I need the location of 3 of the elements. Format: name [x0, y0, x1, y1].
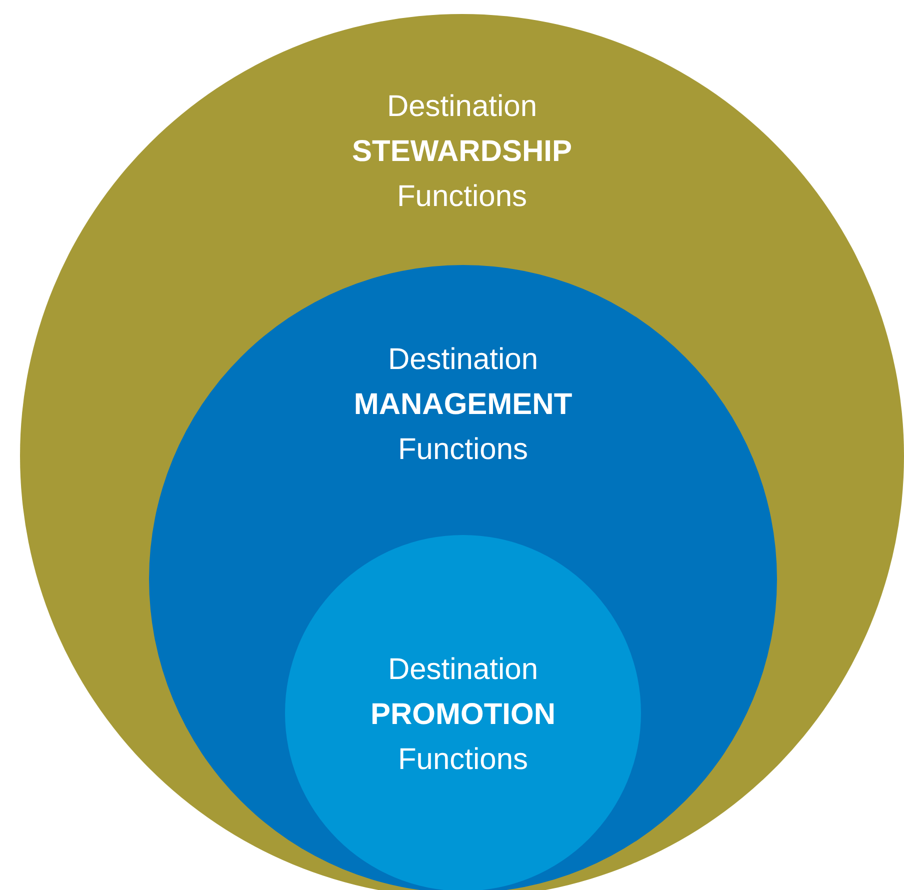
circle-label: Destination MANAGEMENT Functions: [354, 342, 572, 468]
circle-label: Destination PROMOTION Functions: [370, 652, 556, 778]
circle-label: Destination STEWARDSHIP Functions: [352, 89, 572, 215]
